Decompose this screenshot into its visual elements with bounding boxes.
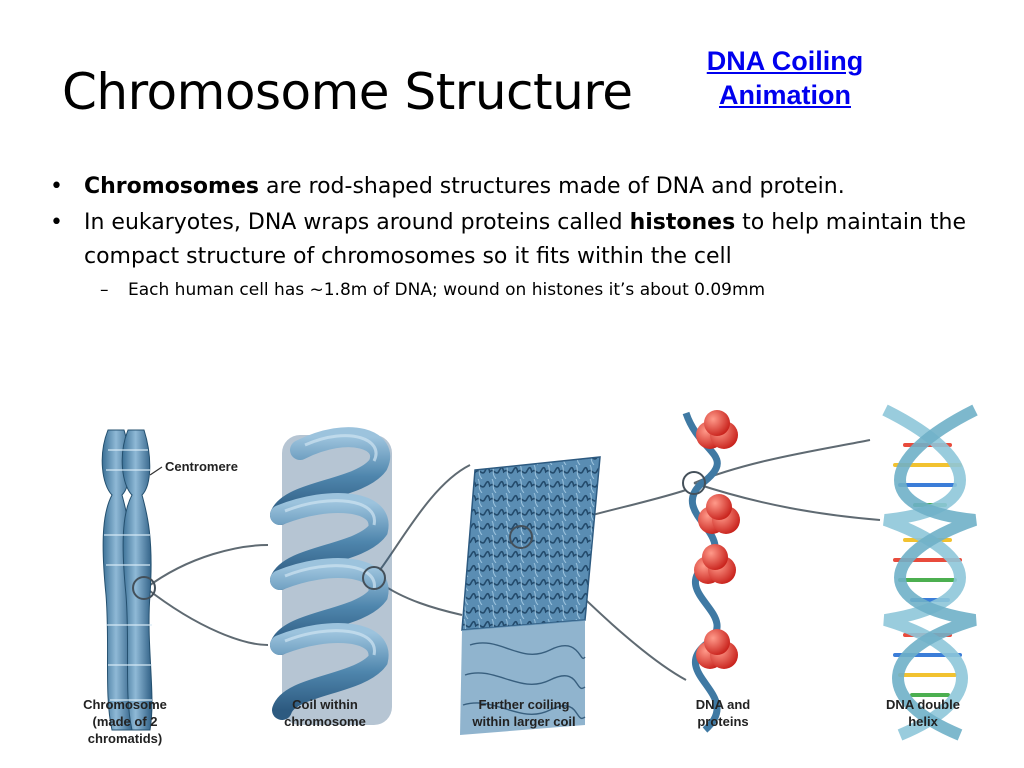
- chromosome-coiling-diagram: Centromere: [83, 404, 978, 746]
- caption-chromosome-1: Chromosome: [83, 697, 167, 712]
- histone-beads: [694, 410, 740, 669]
- sub-bullet-text: Each human cell has ~1.8m of DNA; wound …: [128, 280, 766, 300]
- captions: Chromosome (made of 2 chromatids) Coil w…: [83, 697, 960, 746]
- further-coiling-illustration: [460, 456, 601, 735]
- dash-icon: –: [100, 280, 109, 300]
- caption-dna-proteins-1: DNA and: [696, 697, 750, 712]
- link-line-2: Animation: [719, 80, 851, 110]
- caption-further-coiling-2: within larger coil: [471, 714, 575, 729]
- bullet-chromosomes: • Chromosomes are rod-shaped structures …: [50, 170, 980, 204]
- caption-chromosome-3: chromatids): [88, 731, 162, 746]
- bullet-2-pre: In eukaryotes, DNA wraps around proteins…: [84, 210, 630, 235]
- caption-double-helix-1: DNA double: [886, 697, 960, 712]
- caption-further-coiling-1: Further coiling: [479, 697, 570, 712]
- caption-double-helix-2: helix: [908, 714, 938, 729]
- double-helix-illustration: [882, 404, 978, 741]
- nucleosome-illustration: [682, 410, 740, 733]
- bullet-2-bold: histones: [629, 210, 736, 235]
- dna-coiling-animation-link[interactable]: DNA Coiling Animation: [690, 44, 880, 112]
- bullet-1-bold: Chromosomes: [84, 174, 259, 199]
- centromere-label: Centromere: [165, 459, 238, 474]
- bullet-histones: • In eukaryotes, DNA wraps around protei…: [50, 206, 980, 274]
- slide-title: Chromosome Structure: [62, 63, 633, 121]
- caption-coil-1: Coil within: [292, 697, 358, 712]
- link-line-1: DNA Coiling: [706, 46, 864, 76]
- bullet-1-text: are rod-shaped structures made of DNA an…: [258, 174, 845, 199]
- bullet-dot-icon: •: [50, 210, 63, 235]
- sub-bullet-dna-length: – Each human cell has ~1.8m of DNA; woun…: [50, 276, 980, 304]
- caption-chromosome-2: (made of 2: [92, 714, 157, 729]
- bullet-2-post: to help maintain the compact structure o…: [84, 210, 967, 269]
- caption-dna-proteins-2: proteins: [697, 714, 748, 729]
- chromosome-illustration: [101, 429, 163, 731]
- bullet-list: • Chromosomes are rod-shaped structures …: [50, 170, 980, 304]
- coil-illustration: [270, 427, 392, 725]
- caption-coil-2: chromosome: [284, 714, 366, 729]
- bullet-dot-icon: •: [50, 174, 63, 199]
